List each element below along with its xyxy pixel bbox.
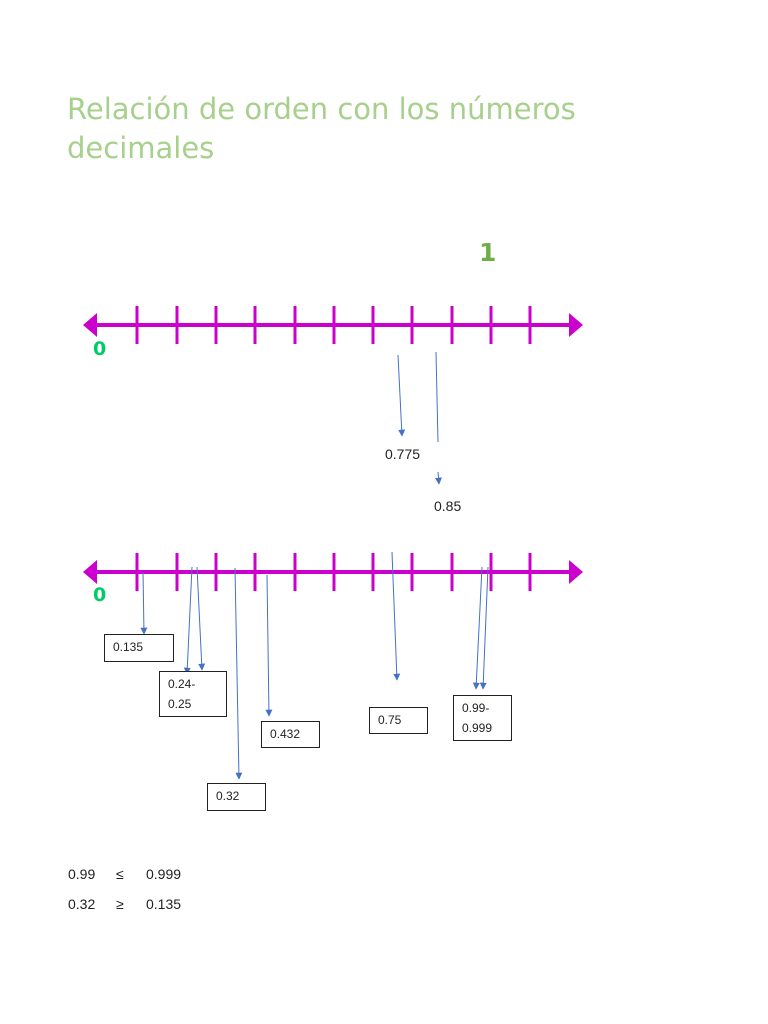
- value-label-085: 0.85: [434, 498, 462, 514]
- tick-marks-bottom: [135, 553, 532, 591]
- number-line-bottom: [83, 553, 583, 591]
- right-arrowhead: [569, 560, 583, 584]
- left-arrowhead: [83, 313, 97, 337]
- relation-left: 0.32: [68, 896, 96, 912]
- value-box-099-0999: 0.99- 0.999: [453, 695, 512, 741]
- zero-label-bottom: 0: [93, 584, 107, 606]
- value-box-0135: 0.135: [104, 634, 174, 662]
- value-label-0775: 0.775: [385, 446, 421, 462]
- relation-row: 0.99 ≤ 0.999: [68, 866, 181, 882]
- right-arrowhead: [569, 313, 583, 337]
- page-title: Relación de orden con los números decima…: [67, 92, 576, 165]
- relation-row: 0.32 ≥ 0.135: [68, 896, 181, 912]
- tick-marks-top: [135, 306, 532, 344]
- relation-right: 0.135: [146, 896, 182, 912]
- value-box-075: 0.75: [369, 707, 428, 734]
- zero-label-top: 0: [93, 338, 107, 360]
- one-label: 1: [479, 238, 497, 267]
- value-box-032: 0.32: [207, 783, 266, 811]
- value-box-0432: 0.432: [261, 721, 320, 748]
- value-box-024-025: 0.24- 0.25: [159, 671, 227, 717]
- relation-operator: ≤: [116, 866, 124, 882]
- number-line-top: [83, 306, 583, 344]
- relation-left: 0.99: [68, 866, 96, 882]
- pointer-arrows-bottom: [140, 551, 489, 780]
- pointer-arrows-top: [397, 351, 442, 485]
- relation-operator: ≥: [116, 896, 124, 912]
- relation-right: 0.999: [146, 866, 182, 882]
- left-arrowhead: [83, 560, 97, 584]
